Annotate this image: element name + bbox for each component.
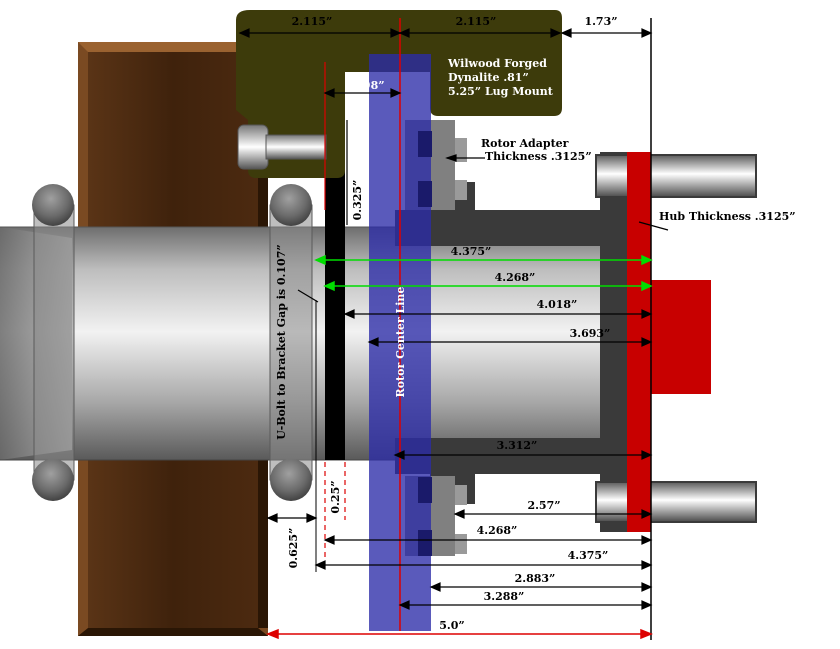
caliper-label-line1: Wilwood Forged	[447, 57, 547, 70]
hub-thickness-label: Hub Thickness .3125”	[659, 210, 796, 223]
dim-50: 5.0”	[439, 619, 464, 632]
dimension-line-red	[265, 628, 654, 640]
dim-4375-bottom: 4.375”	[568, 549, 609, 562]
dim-2115-left: 2.115”	[292, 15, 333, 28]
dim-3288: 3.288”	[484, 590, 525, 603]
dim-2883: 2.883”	[515, 572, 556, 585]
dim-2115-right: 2.115”	[456, 15, 497, 28]
caliper-bracket-plate	[325, 120, 345, 460]
u-bolt-left	[32, 184, 75, 501]
dim-025: 0.25”	[329, 480, 342, 513]
dimension-lines	[238, 28, 669, 610]
adapter-bolts	[418, 131, 432, 556]
caliper-bolt	[237, 124, 327, 170]
dim-4375-top: 4.375”	[451, 245, 492, 258]
rotor-adapter-label-line1: Rotor Adapter	[481, 137, 569, 150]
dim-4268-top: 4.268”	[495, 271, 536, 284]
hub-pilot	[651, 280, 711, 394]
dimension-lines-green	[314, 254, 653, 292]
caliper-label-line3: 5.25” Lug Mount	[448, 85, 554, 98]
dim-3312: 3.312”	[497, 439, 538, 452]
rotor-adapter-label-line2: Thickness .3125”	[485, 150, 592, 163]
u-bolt-right	[269, 184, 313, 501]
wheel-stud-top	[595, 154, 757, 198]
caliper-label-line2: Dynalite .81”	[448, 71, 529, 84]
ubolt-gap-label: U-Bolt to Bracket Gap is 0.107”	[275, 244, 288, 439]
rotor-center-line-label: Rotor Center Line	[394, 287, 407, 398]
dim-4018: 4.018”	[537, 298, 578, 311]
dim-4268-bottom: 4.268”	[477, 524, 518, 537]
dim-0325: 0.325”	[351, 180, 364, 221]
dim-3693: 3.693”	[570, 327, 611, 340]
dim-257: 2.57”	[527, 499, 560, 512]
dim-098: 0.98”	[351, 79, 384, 92]
dim-173: 1.73”	[584, 15, 617, 28]
wheel-stud-bottom	[595, 481, 757, 523]
dim-0625: 0.625”	[287, 528, 300, 569]
